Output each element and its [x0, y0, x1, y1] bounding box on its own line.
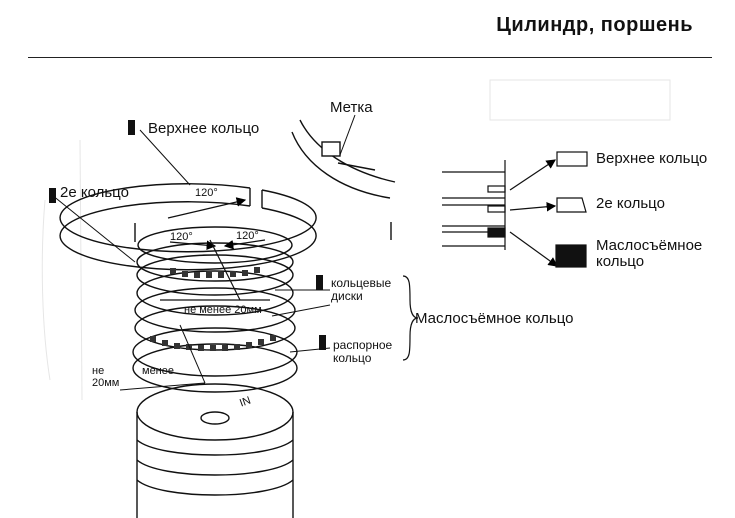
- label-mark: Метка: [330, 99, 373, 116]
- label-right-oil-ring: Маслосъёмное кольцо: [596, 238, 726, 270]
- ring-teeth: [150, 267, 276, 351]
- label-min20-left-a: не: [92, 365, 105, 377]
- label-ring-discs: кольцевые диски: [331, 277, 401, 302]
- label-right-oil-ring-line1: Маслосъёмное: [596, 237, 703, 254]
- title-divider: [28, 57, 712, 58]
- page-title: Цилиндр, поршень: [496, 14, 693, 36]
- background-ghost-lines: [41, 79, 671, 401]
- angle-marks: [160, 197, 270, 301]
- tag-icons: [49, 120, 326, 350]
- label-expander-line2: кольцо: [333, 350, 372, 365]
- oil-ring-discs: [132, 287, 298, 393]
- piston: [136, 383, 294, 518]
- mark-inset: [291, 119, 396, 199]
- label-expander-line1: распорное: [333, 338, 393, 352]
- pointer-lines: [51, 114, 356, 391]
- cross-section: [442, 151, 588, 268]
- label-min20-top: не менее 20мм: [184, 304, 262, 316]
- second-ring-shape: [136, 226, 294, 282]
- label-min20-left-b: менее: [142, 365, 174, 377]
- label-right-top-ring: Верхнее кольцо: [596, 150, 708, 167]
- label-expander: распорное кольцо: [333, 339, 413, 364]
- label-oil-ring: Маслосъёмное кольцо: [415, 310, 574, 327]
- upper-disc-ring: [136, 254, 294, 316]
- label-right-oil-ring-line2: кольцо: [596, 252, 645, 270]
- label-right-second-ring: 2е кольцо: [596, 195, 665, 212]
- label-angle-top: 120°: [195, 187, 218, 199]
- label-second-ring: 2е кольцо: [60, 184, 129, 201]
- label-min20-left-c: 20мм: [92, 377, 120, 389]
- label-angle-left: 120°: [170, 231, 193, 243]
- label-angle-right: 120°: [236, 230, 259, 242]
- label-ring-discs-line2: диски: [331, 288, 363, 303]
- label-top-ring: Верхнее кольцо: [148, 120, 260, 137]
- top-ring-shape: [59, 183, 392, 271]
- label-ring-discs-line1: кольцевые: [331, 276, 392, 290]
- oil-ring-brace: [402, 275, 419, 361]
